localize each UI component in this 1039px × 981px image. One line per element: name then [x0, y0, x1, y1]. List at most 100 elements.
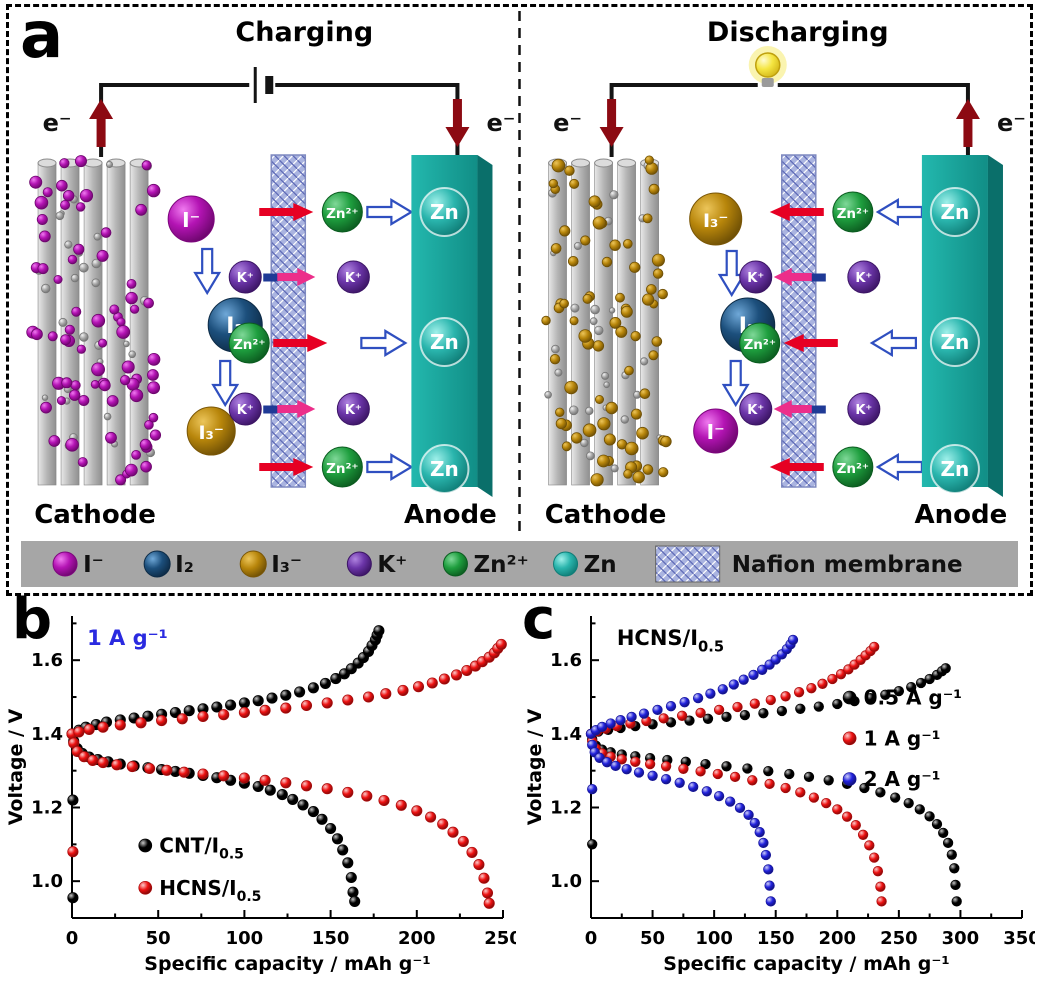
sphere: [47, 331, 58, 342]
sphere: [58, 317, 68, 327]
circuit-wire: [99, 83, 250, 157]
series-hcns-i0-5-discharge: [67, 737, 495, 909]
electron-down-arrow-icon: [445, 99, 470, 147]
x-tick-label: 0: [585, 928, 598, 949]
sphere: [559, 298, 569, 309]
sphere: [554, 368, 563, 377]
sphere: [91, 313, 106, 328]
sphere: [564, 380, 578, 395]
sphere: [630, 408, 642, 420]
sphere: [90, 379, 100, 389]
x-tick-label: 350: [1003, 928, 1035, 949]
sphere: [588, 195, 601, 208]
k-ion-sphere: [847, 392, 881, 426]
sphere: [570, 432, 583, 444]
sphere: [146, 183, 161, 198]
hollow-left-arrow-icon: [876, 453, 923, 481]
sphere: [129, 388, 144, 403]
iodide-sphere: [167, 195, 215, 243]
sphere: [91, 278, 101, 288]
y-tick-label: 1.0: [31, 871, 63, 892]
sphere: [658, 467, 669, 478]
sphere: [594, 394, 604, 404]
triiodide-sphere: [689, 192, 743, 246]
legend-marker: [138, 880, 153, 895]
discharging-title: Discharging: [707, 17, 889, 48]
sphere: [609, 190, 619, 200]
sphere: [48, 435, 61, 447]
zn-ion-sphere: [228, 322, 270, 364]
cathode-label: Cathode: [34, 500, 156, 530]
k-ion-sphere: [739, 392, 773, 426]
sphere: [624, 365, 634, 376]
sphere: [79, 188, 94, 203]
cathode-electrode: [26, 155, 162, 486]
k-ion-label: K⁺: [855, 403, 872, 418]
chart-axes: [590, 616, 1023, 919]
k-ion-label: K⁺: [345, 271, 362, 286]
zn-ion-sphere: [832, 191, 874, 233]
iodide-legend-sphere: [52, 551, 78, 577]
charging-panel: Charging e⁻ e⁻: [26, 17, 515, 530]
cathode-label: Cathode: [545, 500, 667, 530]
sphere: [98, 338, 108, 348]
zn-label: Zn: [430, 200, 459, 224]
electron-label: e⁻: [553, 109, 582, 137]
sphere: [551, 344, 560, 354]
sphere: [147, 369, 159, 381]
sphere: [100, 227, 112, 238]
sphere: [79, 332, 89, 342]
triiodide-sphere: [186, 406, 236, 456]
sphere: [601, 371, 610, 380]
sphere: [70, 380, 81, 391]
cathode-electrode: [541, 155, 672, 487]
sphere: [603, 433, 616, 446]
sphere: [37, 263, 49, 275]
legend-bar: [21, 541, 1018, 587]
sphere: [642, 213, 653, 224]
sphere: [34, 195, 49, 210]
sphere: [567, 256, 579, 267]
nafion-membrane: [270, 154, 307, 488]
sphere: [109, 304, 120, 315]
sphere: [642, 464, 654, 475]
membrane-legend-swatch: [655, 545, 721, 583]
chart-legend: 0.5 A g⁻¹1 A g⁻¹2 A g⁻¹: [842, 686, 962, 791]
legend-label: I⁻: [83, 552, 104, 578]
legend-label: 1 A g⁻¹: [864, 726, 941, 750]
legend-label: HCNS/I0.5: [159, 876, 261, 905]
sphere: [147, 352, 161, 366]
sphere: [125, 291, 138, 305]
zn-metal-sphere: [929, 187, 980, 237]
sphere: [96, 249, 109, 262]
chart-axes: [71, 616, 504, 919]
sphere: [651, 253, 665, 267]
light-bulb-icon: [754, 52, 781, 78]
zn-metal-sphere: [419, 444, 470, 494]
charging-title: Charging: [235, 17, 373, 48]
x-tick-label: 50: [640, 928, 665, 949]
sphere: [116, 325, 131, 339]
sphere: [549, 353, 561, 365]
k-ion-label: K⁺: [345, 403, 362, 418]
sphere: [623, 239, 633, 249]
sphere: [550, 243, 562, 254]
zn-legend-sphere: [553, 551, 579, 577]
sphere: [615, 325, 628, 338]
zn-ion-label: Zn²⁺: [837, 206, 869, 222]
sphere: [135, 203, 148, 216]
cathode-iodide-spheres: [26, 155, 162, 486]
sphere: [582, 293, 593, 304]
sphere: [590, 304, 600, 315]
sphere: [541, 315, 551, 326]
sphere: [636, 426, 649, 440]
k-ion-sphere: [228, 260, 262, 294]
hollow-right-arrow-icon: [360, 329, 407, 357]
sphere: [594, 325, 604, 336]
sphere: [56, 179, 68, 192]
sphere: [564, 165, 575, 176]
k-ion-label: K⁺: [237, 271, 254, 286]
sphere: [582, 423, 597, 438]
hollow-right-arrow-icon: [366, 453, 413, 481]
